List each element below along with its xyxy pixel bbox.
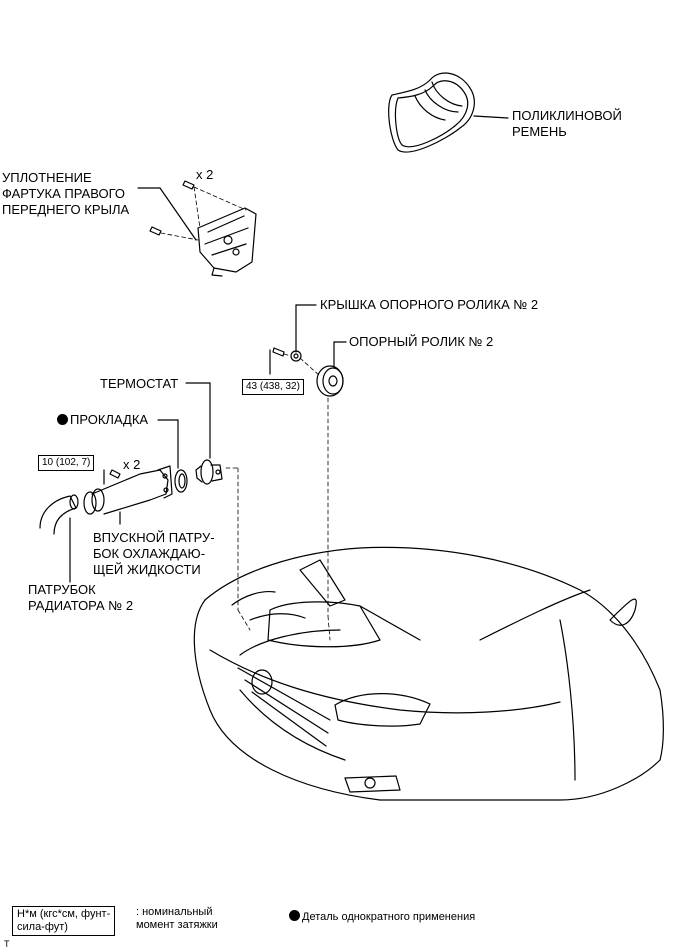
fender-seal-line1: УПЛОТНЕНИЕ [2,170,92,185]
inlet-qty-label: x 2 [123,457,141,472]
belt-label-line1: ПОЛИКЛИНОВОЙ [512,108,622,123]
non-reusable-legend: Деталь однократного применения [289,909,475,925]
fender-bolts-drawing [149,180,195,236]
non-reusable-dot-icon [57,414,68,425]
vehicle-drawing [193,546,664,801]
water-inlet-drawing [83,465,173,515]
torque-legend-box: Н*м (кгс*см, фунт- сила-фут) [12,906,116,936]
gasket-text: ПРОКЛАДКА [70,412,149,427]
non-reusable-text: Деталь однократного применения [302,911,476,923]
idler-torque-box: 43 (438, 32) [242,379,304,395]
torque-legend-line1: Н*м (кгс*см, фунт- [17,908,111,920]
hose-line1: ПАТРУБОК [28,582,96,597]
torque-legend-desc: : номинальный момент затяжки [136,906,218,932]
radiator-hose-label: ПАТРУБОК РАДИАТОРА № 2 [28,582,133,614]
belt-label-line2: РЕМЕНЬ [512,124,567,139]
fender-seal-line3: ПЕРЕДНЕГО КРЫЛА [2,202,130,217]
v-ribbed-belt-drawing [388,72,475,153]
thermostat-drawing [195,459,223,485]
torque-legend-line2: сила-фут) [17,921,68,933]
torque-desc-line1: : номинальный [136,906,213,918]
legend-dot-icon [289,910,300,921]
belt-label: ПОЛИКЛИНОВОЙ РЕМЕНЬ [512,108,622,140]
inlet-line1: ВПУСКНОЙ ПАТРУ- [93,530,215,545]
fender-seal-drawing [197,207,257,277]
inlet-torque-box: 10 (102, 7) [38,455,95,471]
hose-line2: РАДИАТОРА № 2 [28,598,134,613]
fender-seal-line2: ФАРТУКА ПРАВОГО [2,186,125,201]
idler-label: ОПОРНЫЙ РОЛИК № 2 [349,334,494,349]
torque-desc-line2: момент затяжки [136,919,218,931]
radiator-hose-drawing [39,494,79,535]
fender-seal-label: УПЛОТНЕНИЕ ФАРТУКА ПРАВОГО ПЕРЕДНЕГО КРЫ… [2,170,129,218]
gasket-label: ПРОКЛАДКА [57,412,148,428]
thermostat-label: ТЕРМОСТАТ [100,376,179,391]
footer-mark: T [4,939,10,949]
fender-qty-label: x 2 [196,167,214,182]
idler-cover-label: КРЫШКА ОПОРНОГО РОЛИКА № 2 [320,297,539,312]
inlet-line2: БОК ОХЛАЖДАЮ- [93,546,206,561]
inlet-label: ВПУСКНОЙ ПАТРУ- БОК ОХЛАЖДАЮ- ЩЕЙ ЖИДКОС… [93,530,215,578]
inlet-line3: ЩЕЙ ЖИДКОСТИ [93,562,201,577]
